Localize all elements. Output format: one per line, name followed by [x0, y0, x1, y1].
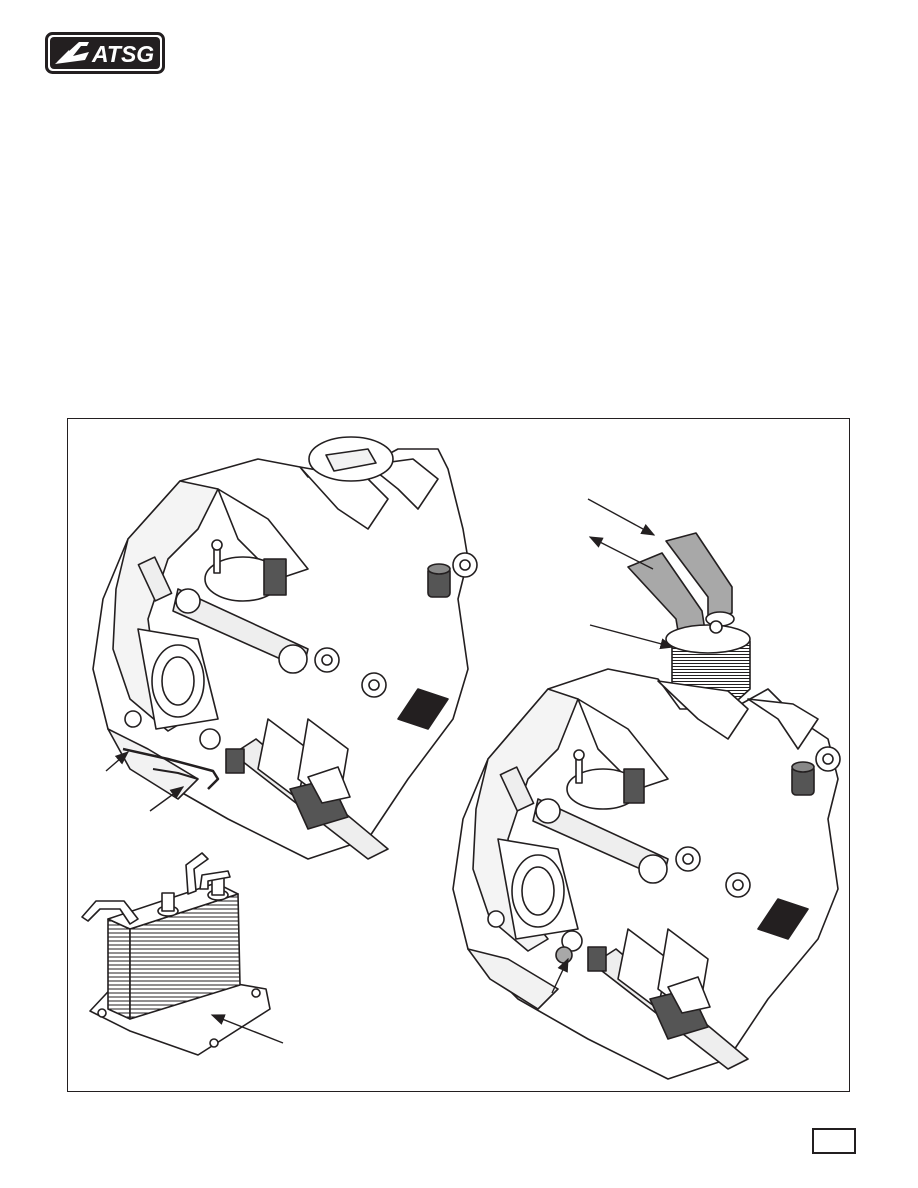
figure-frame	[67, 418, 850, 1092]
figure-illustration	[81, 436, 841, 1080]
transmission-assembly-icon	[92, 436, 478, 860]
logo-text: ATSG	[91, 41, 154, 67]
oil-cooler-icon	[81, 852, 271, 1056]
left-leader-lines	[105, 751, 185, 812]
oil-cooler-leader-line	[210, 1014, 284, 1044]
page-number-box	[812, 1128, 856, 1154]
atsg-logo: ATSG	[45, 32, 165, 74]
atsg-logo-icon: ATSG	[45, 32, 165, 74]
right-leader-lines	[551, 498, 675, 994]
cooler-assembly-icon	[452, 532, 841, 1080]
